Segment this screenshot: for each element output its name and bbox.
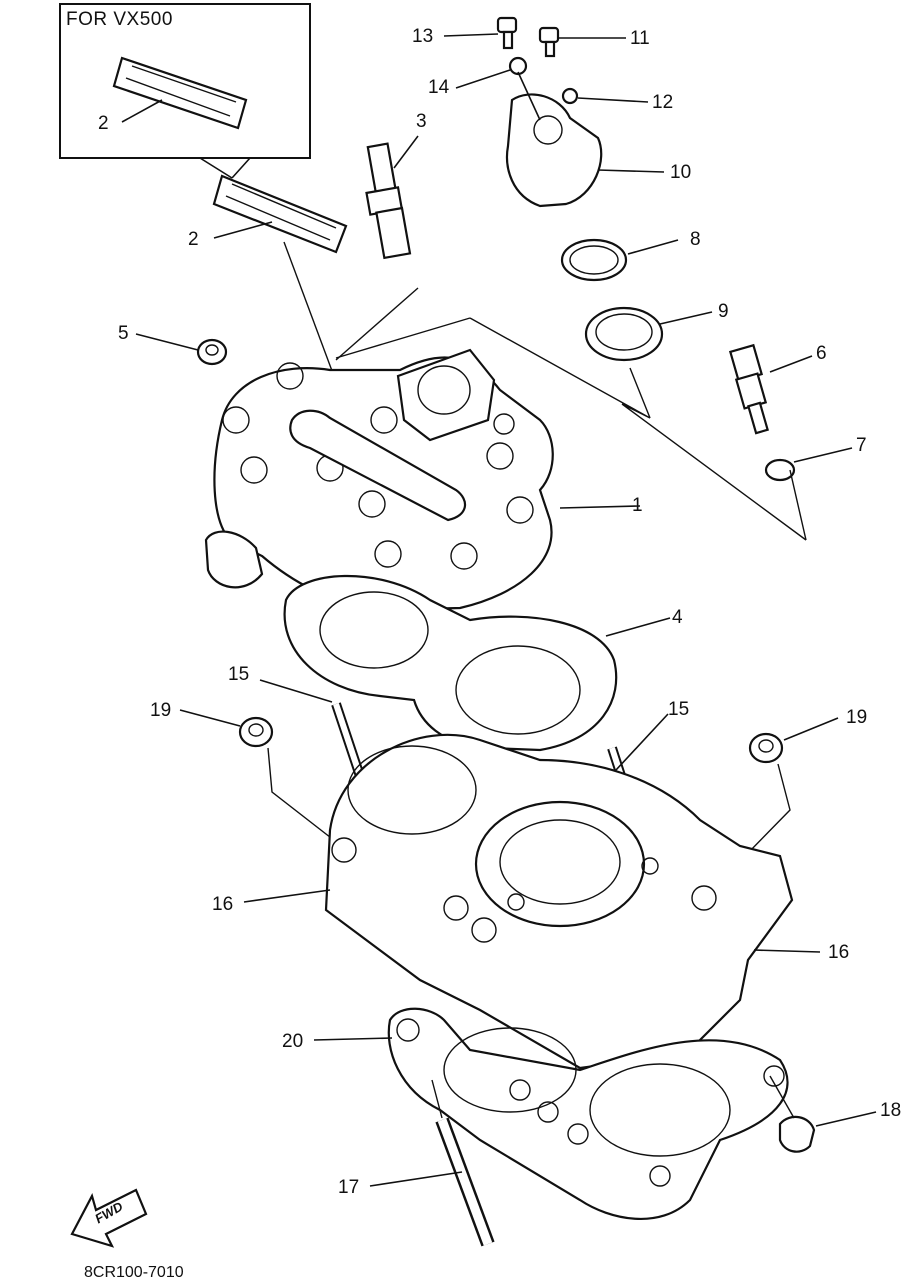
callout-15: 15 [228,664,250,685]
decal-part [112,56,248,130]
callout-3: 3 [416,111,427,132]
callout-9: 9 [718,301,729,322]
thermostat-cover [506,93,603,208]
nut-19 [238,716,274,748]
callout-2: 2 [98,113,109,134]
stud-bolt [331,702,365,778]
callout-17: 17 [338,1177,360,1198]
washer-14 [508,56,528,76]
callout-14: 14 [428,77,450,98]
thermostat [584,306,664,362]
callout-15: 15 [668,699,690,720]
nut-5 [196,338,228,366]
callout-18: 18 [880,1100,902,1121]
callout-5: 5 [118,323,129,344]
callout-4: 4 [672,607,683,628]
stud-bolt-17 [435,1117,495,1247]
callout-19: 19 [150,700,172,721]
callout-16: 16 [212,894,234,915]
callout-6: 6 [816,343,827,364]
callout-10: 10 [670,162,692,183]
nut-19 [748,732,784,764]
bolt-11 [538,26,560,58]
diagram-code: 8CR100-7010 [84,1264,184,1281]
callout-12: 12 [652,92,674,113]
callout-20: 20 [282,1031,304,1052]
callout-2: 2 [188,229,199,250]
callout-7: 7 [856,435,867,456]
head-gasket [283,574,618,752]
callout-19: 19 [846,707,868,728]
spark-plug [365,142,412,260]
bolt-13 [496,16,518,50]
callout-16: 16 [828,942,850,963]
inset-title: FOR VX500 [66,9,173,30]
callout-13: 13 [412,26,434,47]
callout-1: 1 [632,495,643,516]
temperature-sensor [728,343,769,435]
washer-12 [561,87,579,105]
callout-11: 11 [630,28,650,49]
inset-box [59,3,311,159]
fwd-arrow [70,1188,148,1248]
decal-part [212,174,348,254]
callout-8: 8 [690,229,701,250]
washer-7 [764,458,796,482]
cap-nut-18 [778,1115,816,1153]
